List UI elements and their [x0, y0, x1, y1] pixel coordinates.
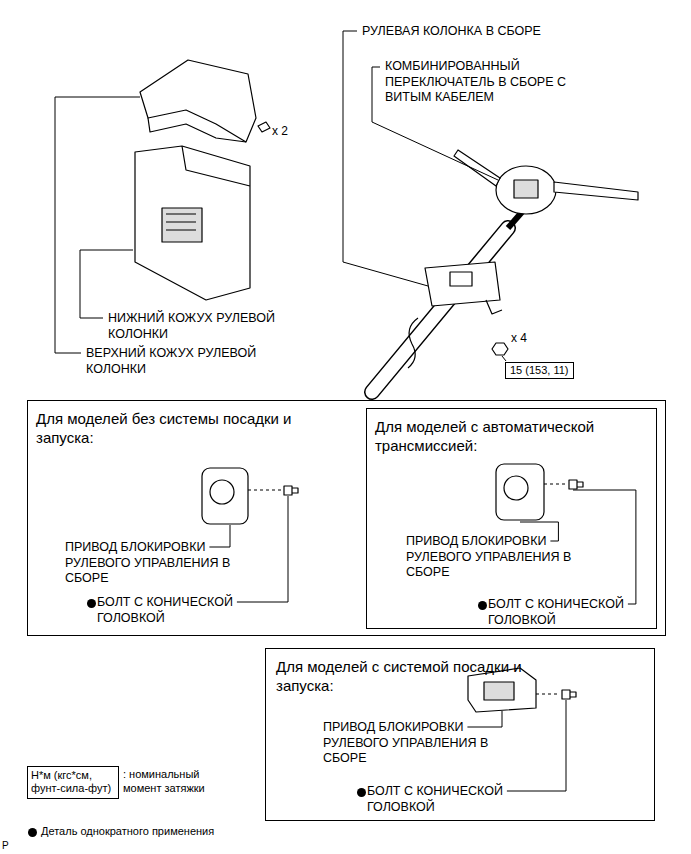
part-label: ПРИВОД БЛОКИРОВКИ РУЛЕВОГО УПРАВЛЕНИЯ В … [406, 534, 586, 581]
torque-unit: Н*м (кгс*см, фунт-сила-фут) [31, 769, 115, 795]
upper-cover [140, 60, 256, 142]
quantity-label: x 2 [272, 124, 288, 139]
panel-heading: Для моделей с системой посадки и запуска… [276, 658, 576, 696]
variant-panel: Для моделей с системой посадки и запуска… [265, 648, 655, 821]
lock-actuator [496, 464, 544, 520]
part-label: БОЛТ С КОНИЧЕСКОЙ ГОЛОВКОЙ [488, 597, 648, 628]
column-tube-outline [372, 228, 508, 392]
leader-line [237, 496, 288, 602]
part-label: ПРИВОД БЛОКИРОВКИ РУЛЕВОГО УПРАВЛЕНИЯ В … [65, 540, 245, 587]
bolt-axis [248, 489, 282, 490]
legend-box: Н*м (кгс*см, фунт-сила-фут) [27, 766, 119, 799]
leader-line [209, 525, 230, 547]
leader-line [502, 356, 506, 361]
leader-line [573, 490, 636, 604]
lock-actuator-face [484, 682, 514, 700]
screw [258, 122, 270, 132]
lock-actuator [202, 468, 248, 524]
torque-box: 15 (153, 11) [505, 362, 574, 379]
panel-heading: Для моделей с автоматической трансмиссие… [375, 418, 655, 456]
column-tube [372, 228, 508, 392]
part-label: КОМБИНИРОВАННЫЙ ПЕРЕКЛЮЧАТЕЛЬ В СБОРЕ С … [385, 59, 580, 106]
single-use-dot [357, 788, 366, 797]
switch-center [514, 180, 538, 198]
single-use-dot [478, 601, 487, 610]
lock-actuator-bore [504, 476, 528, 500]
switch-stalk-left [454, 150, 500, 186]
tapered-bolt [562, 690, 576, 699]
single-use-dot [28, 828, 37, 837]
switch-stalk-right [554, 182, 638, 200]
part-label: БОЛТ С КОНИЧЕСКОЙ ГОЛОВКОЙ [97, 595, 267, 626]
part-label: РУЛЕВАЯ КОЛОНКА В СБОРЕ [362, 24, 541, 40]
leader-line [467, 711, 502, 727]
single-use-dot [87, 599, 96, 608]
tapered-bolt [569, 480, 583, 489]
torque-value: 15 (153, 11) [510, 364, 569, 377]
tapered-bolt [284, 486, 298, 495]
nut [492, 343, 508, 355]
variant-panel: Для моделей с автоматической трансмиссие… [366, 408, 657, 629]
variant-panel: Для моделей без системы посадки и запуск… [27, 400, 666, 636]
lower-cover [135, 146, 250, 300]
bolt-axis [536, 693, 560, 694]
panel-heading: Для моделей без системы посадки и запуск… [36, 410, 336, 448]
leader-line [80, 250, 133, 318]
bolt-axis [544, 483, 567, 484]
bracket-tab [486, 300, 502, 314]
part-label: ВЕРХНИЙ КОЖУХ РУЛЕВОЙ КОЛОНКИ [86, 346, 296, 377]
upper-cover-lip [148, 118, 246, 142]
column-bracket [425, 262, 500, 306]
quantity-label: x 4 [511, 331, 527, 346]
bracket-slot [450, 272, 472, 286]
part-label: НИЖНИЙ КОЖУХ РУЛЕВОЙ КОЛОНКИ [108, 311, 318, 342]
lower-cover-edge [182, 146, 250, 186]
part-label: БОЛТ С КОНИЧЕСКОЙ ГОЛОВКОЙ [367, 784, 537, 815]
legend-text: Деталь однократного применения [41, 825, 214, 839]
legend-text: : номинальный момент затяжки [123, 768, 223, 796]
page-mark: P [2, 840, 9, 853]
switch-body [496, 166, 556, 214]
lower-cover-ribs [166, 214, 196, 230]
lock-actuator-bore [210, 480, 234, 504]
part-label: ПРИВОД БЛОКИРОВКИ РУЛЕВОГО УПРАВЛЕНИЯ В … [323, 720, 513, 767]
leader-line [507, 700, 566, 791]
column-wire [408, 318, 418, 368]
lower-cover-detail [162, 208, 202, 242]
column-shaft [508, 212, 522, 228]
